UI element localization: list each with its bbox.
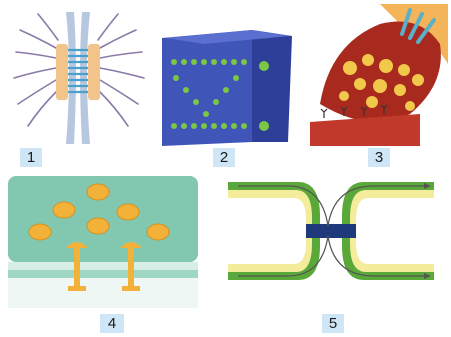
panel-5-label: 5 (322, 314, 344, 333)
panel-2-label: 2 (213, 148, 235, 167)
panel-4-diagram (8, 176, 198, 308)
panel-3-label: 3 (368, 148, 390, 167)
panel-3-diagram (310, 4, 448, 146)
panel-5-diagram (228, 176, 434, 286)
panel-4-label: 4 (100, 314, 124, 333)
panel-1-diagram (8, 8, 148, 148)
panel-1-label: 1 (20, 148, 42, 167)
panel-2-diagram (156, 22, 296, 147)
